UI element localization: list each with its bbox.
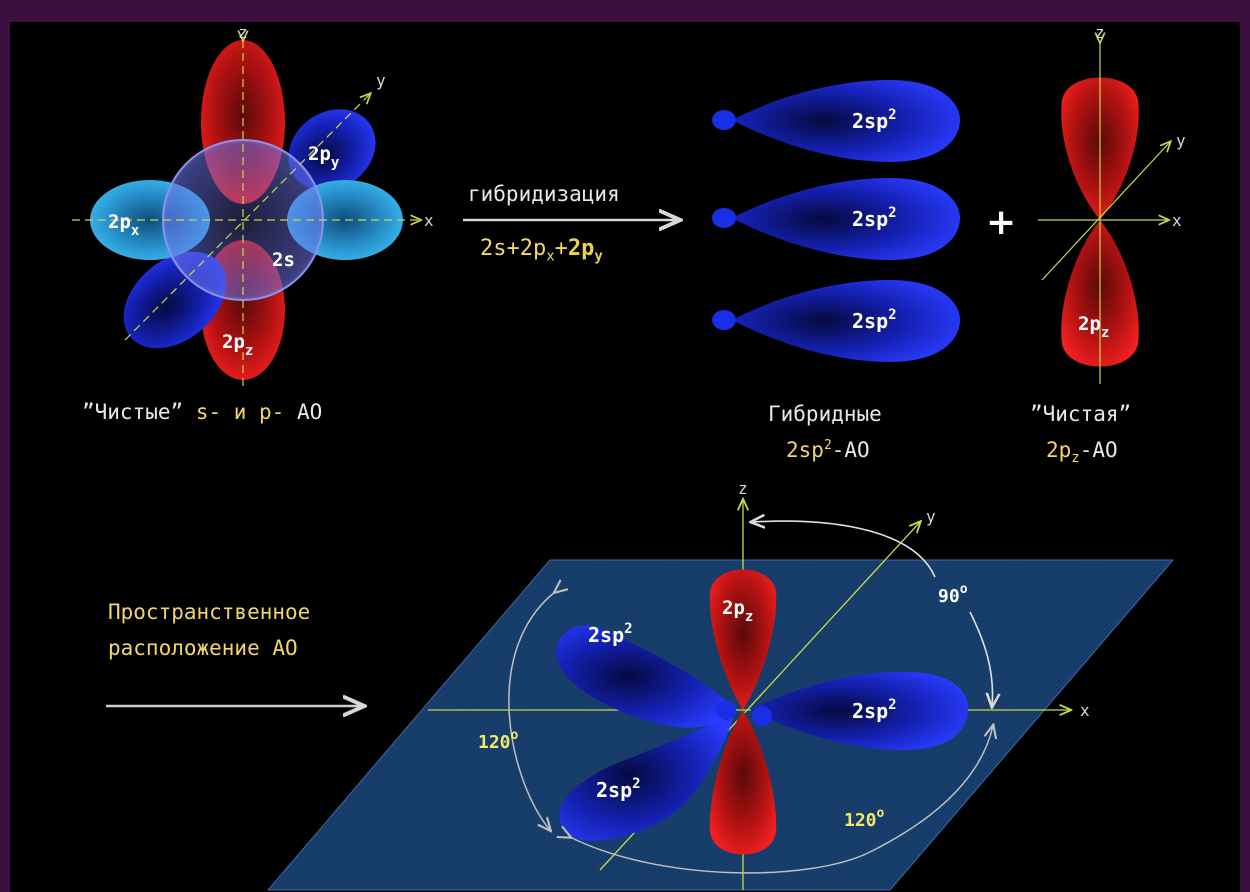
y-axis-right (1041, 142, 1170, 281)
reaction-sub-y: y (594, 248, 603, 265)
spatial-arrangement-group: z x y 2pz 2sp2 2sp2 2sp2 90o 120o 120o (266, 479, 1175, 891)
angle-label-120-left: 120o (478, 728, 519, 753)
angle-label-120-bottom: 120o (844, 806, 885, 831)
hybrid-caption-sup: 2 (823, 438, 832, 453)
svg-text:2sp2: 2sp2 (852, 307, 897, 333)
angle-arc-120-left (508, 592, 555, 830)
angle-label-90: 90o (938, 582, 968, 607)
y-axis-label-left: y (376, 71, 386, 90)
plus-sign: + (986, 202, 1016, 243)
pure-ao-caption: ”Чистые” s- и p- АО (82, 400, 322, 424)
svg-text:2sp2: 2sp2 (852, 205, 897, 231)
sp2-orbital-2: 2sp2 (712, 178, 960, 260)
pure-ao-caption-part1: ”Чистые” (82, 400, 184, 424)
diagram-canvas: z x y 2px 2py 2pz 2s 2sp2 2sp2 2sp2 + (10, 22, 1240, 892)
z-axis-label-right: z (1095, 23, 1105, 42)
sp2-lobe-upper-left (556, 625, 736, 728)
x-axis-label-bottom: x (1080, 701, 1090, 720)
pure-ao-caption-part2: s- и p- (195, 400, 285, 424)
sp2-orbital-1: 2sp2 (712, 80, 960, 162)
y-axis-label-bottom: y (926, 507, 936, 526)
hybrid-caption-2sp: 2sp (786, 438, 824, 462)
x-axis-label-left: x (424, 211, 434, 230)
orbital-diagram-svg: z x y 2px 2py 2pz 2s 2sp2 2sp2 2sp2 + (72, 23, 1186, 891)
y-axis-left (124, 94, 370, 341)
pure-pz-ao: -АО (1079, 438, 1118, 462)
sp2-small-lobe-1 (716, 700, 736, 720)
label-sp2-upper-left: 2sp2 (588, 621, 633, 647)
pure-pz-2p: 2p (1046, 438, 1072, 462)
label-2s: 2s (272, 249, 295, 271)
pure-pz-caption-line1: ”Чистая” (1030, 402, 1132, 426)
x-axis-label-right: x (1172, 211, 1182, 230)
pure-ao-caption-part3: АО (296, 400, 323, 424)
sp2-small-lobe-2 (752, 706, 772, 726)
reaction-part3: 2p (567, 236, 595, 261)
py-lobe-upper (288, 109, 376, 191)
pure-pz-sub: z (1071, 450, 1080, 467)
label-2py: 2py (308, 143, 340, 171)
pure-pz-caption-line2: 2pz-АО (1046, 438, 1118, 466)
y-axis-label-right: y (1176, 131, 1186, 150)
label-sp2-right: 2sp2 (852, 697, 897, 723)
pz-bottom-lobe-up (709, 569, 777, 710)
spatial-caption-line1: Пространственное (108, 600, 311, 624)
sp2-hybrids-group: 2sp2 2sp2 2sp2 (712, 80, 960, 362)
label-2pz-right: 2pz (1078, 313, 1109, 341)
hybrid-caption-line1: Гибридные (768, 402, 882, 426)
spatial-caption-line2: расположение АО (108, 636, 298, 660)
reaction-part1: 2s+2p (480, 236, 547, 261)
label-2pz-bottom: 2pz (722, 597, 753, 625)
reaction-part2: + (554, 236, 568, 261)
svg-text:2sp2: 2sp2 (852, 107, 897, 133)
z-axis-label-left: z (238, 23, 248, 42)
pure-ao-group: z x y 2px 2py 2pz 2s (72, 23, 434, 390)
reaction-sub-x: x (546, 248, 555, 265)
angle-arc-90 (752, 521, 936, 578)
label-2px: 2px (108, 211, 140, 239)
sp2-orbital-3: 2sp2 (712, 280, 960, 362)
reaction-formula: 2s+2px+2py (480, 236, 603, 264)
angle-arc-90-lower (969, 611, 993, 706)
angle-arc-120-bottom (570, 726, 993, 874)
label-2pz-left: 2pz (222, 331, 253, 359)
pure-pz-group: z x y 2pz (1038, 23, 1186, 384)
hybridization-label: гибридизация (468, 182, 620, 206)
z-axis-label-bottom: z (738, 479, 748, 498)
hybrid-caption-line2: 2sp2-АО (786, 438, 870, 462)
hybrid-caption-ao: -АО (831, 438, 870, 462)
